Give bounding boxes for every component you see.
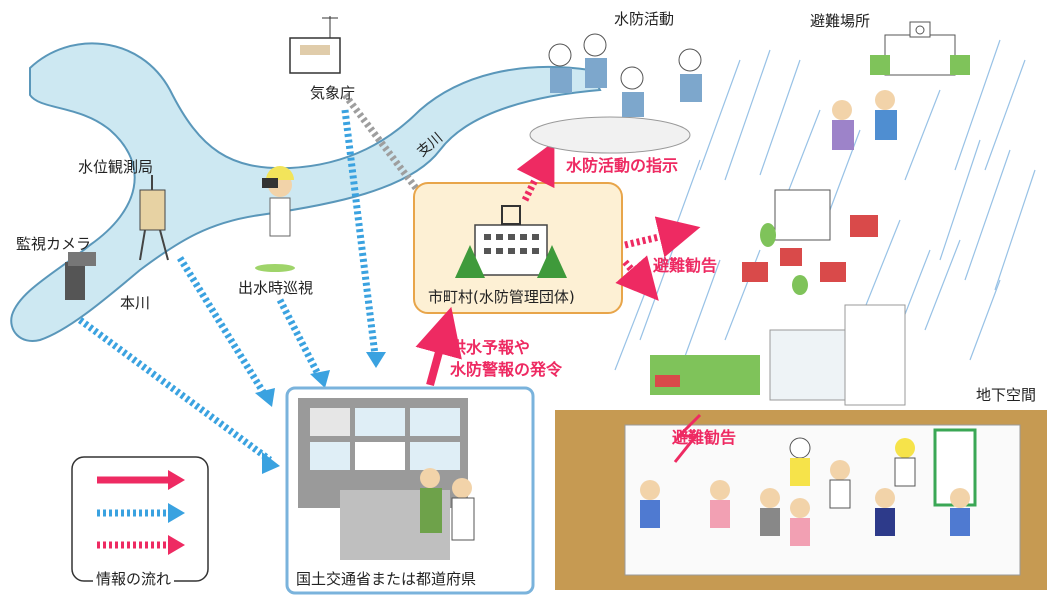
flood-forecast-line1: 洪水予報や: [450, 338, 531, 357]
evacuation-site-label: 避難場所: [810, 12, 871, 30]
flood-forecast-line2: 水防警報の発令: [450, 360, 563, 379]
town-hall-icon: [455, 205, 567, 278]
legend-box: [71, 456, 209, 582]
underground-space-label: 地下空間: [976, 386, 1037, 404]
flood-fighting-instruction-label: 水防活動の指示: [566, 156, 679, 175]
legend-items: [97, 470, 185, 555]
water-level-station-icon: [139, 175, 169, 261]
info-flow-blue-heads: [255, 352, 386, 474]
flood-fighting-label: 水防活動: [614, 10, 675, 28]
municipality-label: 市町村(水防管理団体): [428, 288, 575, 306]
info-flow-gray: [342, 92, 428, 203]
patrol-person-icon: [255, 166, 295, 272]
control-room-icon: [298, 398, 475, 560]
city-buildings-icon: [650, 304, 906, 406]
weather-agency-label: 気象庁: [310, 84, 356, 102]
flood-patrol-label: 出水時巡視: [238, 279, 314, 297]
evacuation-site-building-icon: [832, 21, 970, 150]
main-river-label: 本川: [120, 294, 151, 312]
surveillance-camera-label: 監視カメラ: [16, 235, 92, 253]
evacuation-advisory-town-label: 避難勧告: [653, 256, 718, 275]
flood-fighters-icon: [529, 33, 702, 154]
legend-title: 情報の流れ: [93, 572, 175, 587]
ministry-label: 国土交通省または都道府県: [296, 570, 477, 588]
water-level-station-label: 水位観測局: [78, 158, 154, 176]
underground-evacuees-icon: [640, 413, 977, 546]
info-flow-blue: [77, 109, 379, 463]
surveillance-camera-icon: [65, 252, 96, 300]
evacuation-advisory-underground-label: 避難勧告: [672, 428, 737, 447]
weather-station-icon: [289, 16, 341, 74]
houses-icon: [742, 189, 878, 295]
info-flow-red: [415, 141, 701, 387]
